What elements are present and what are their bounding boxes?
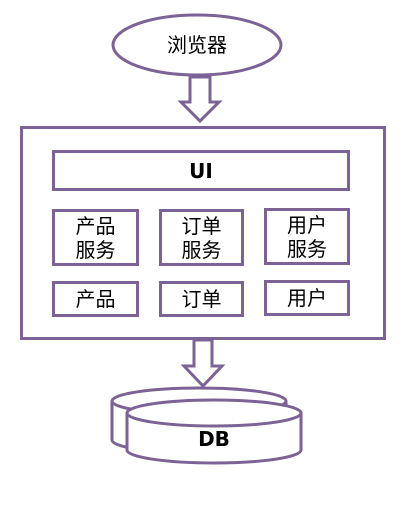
ui-layer-box: UI [52,150,350,191]
browser-label: 浏览器 [167,33,227,57]
product-service-label: 产品 服务 [75,213,116,262]
user-entity-label: 用户 [287,286,327,310]
user-entity-box: 用户 [264,280,350,316]
order-entity-box: 订单 [159,281,244,317]
product-entity-label: 产品 [75,287,116,311]
order-service-label: 订单 服务 [181,213,222,262]
order-entity-label: 订单 [181,287,222,311]
arrow-down-icon [177,75,223,124]
database-label: DB [198,427,230,451]
user-service-box: 用户 服务 [264,208,350,265]
database-front-cylinder [125,398,303,465]
ui-layer-label: UI [189,158,213,183]
product-service-box: 产品 服务 [52,209,139,266]
order-service-box: 订单 服务 [159,209,244,266]
user-service-label: 用户 服务 [287,212,327,261]
browser-node-shape [111,13,283,77]
product-entity-box: 产品 [52,281,139,317]
arrow-down-icon [180,338,226,389]
